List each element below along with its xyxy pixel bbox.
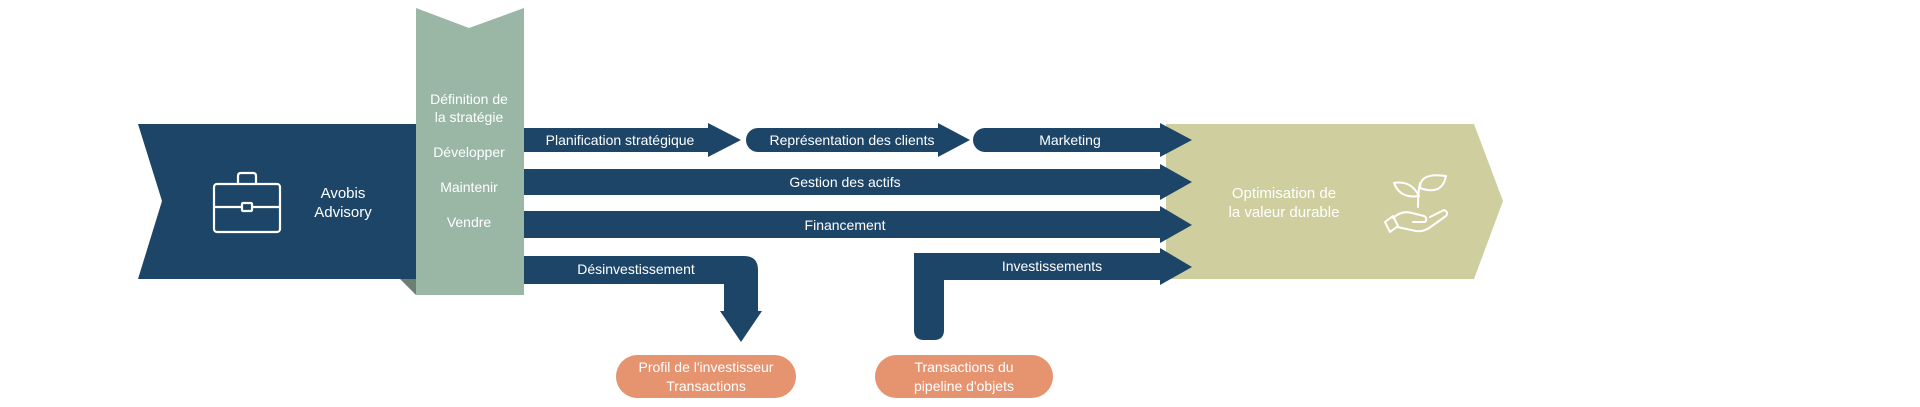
pipeline-transactions-line2: pipeline d'objets (914, 378, 1014, 394)
divestment-arrow (524, 256, 762, 342)
marketing-label: Marketing (1039, 132, 1100, 148)
plant-in-hand-icon (1384, 174, 1449, 233)
phase-strategy-line2: la stratégie (435, 109, 504, 125)
divestment-label: Désinvestissement (577, 261, 695, 277)
investor-profile-line1: Profil de l'investisseur (639, 359, 774, 375)
company-chevron (138, 124, 430, 279)
pipeline-transactions-badge (875, 355, 1053, 398)
phase-maintain: Maintenir (440, 179, 498, 195)
financing-label: Financement (805, 217, 886, 233)
phase-sell: Vendre (447, 214, 492, 230)
phase-strategy-line1: Définition de (430, 91, 508, 107)
strategic-planning-label: Planification stratégique (546, 132, 695, 148)
investor-profile-badge (616, 355, 796, 398)
strategic-planning-arrow (524, 123, 741, 157)
marketing-arrow (973, 123, 1192, 157)
company-name-line2: Advisory (314, 204, 372, 221)
investor-profile-line2: Transactions (666, 378, 746, 394)
briefcase-icon (212, 171, 282, 234)
client-representation-arrow (746, 123, 970, 157)
investments-arrow (914, 248, 1192, 340)
outcome-line2: la valeur durable (1229, 204, 1340, 221)
pipeline-transactions-line1: Transactions du (914, 359, 1013, 375)
phases-banner (416, 8, 524, 295)
phase-develop: Développer (433, 144, 505, 160)
asset-management-label: Gestion des actifs (789, 174, 900, 190)
outcome-chevron (1166, 124, 1503, 279)
company-name-line1: Avobis (321, 185, 366, 202)
investments-label: Investissements (1002, 258, 1102, 274)
asset-management-arrow (524, 164, 1192, 200)
client-representation-label: Représentation des clients (770, 132, 935, 148)
financing-arrow (524, 206, 1192, 243)
outcome-line1: Optimisation de (1232, 185, 1336, 202)
